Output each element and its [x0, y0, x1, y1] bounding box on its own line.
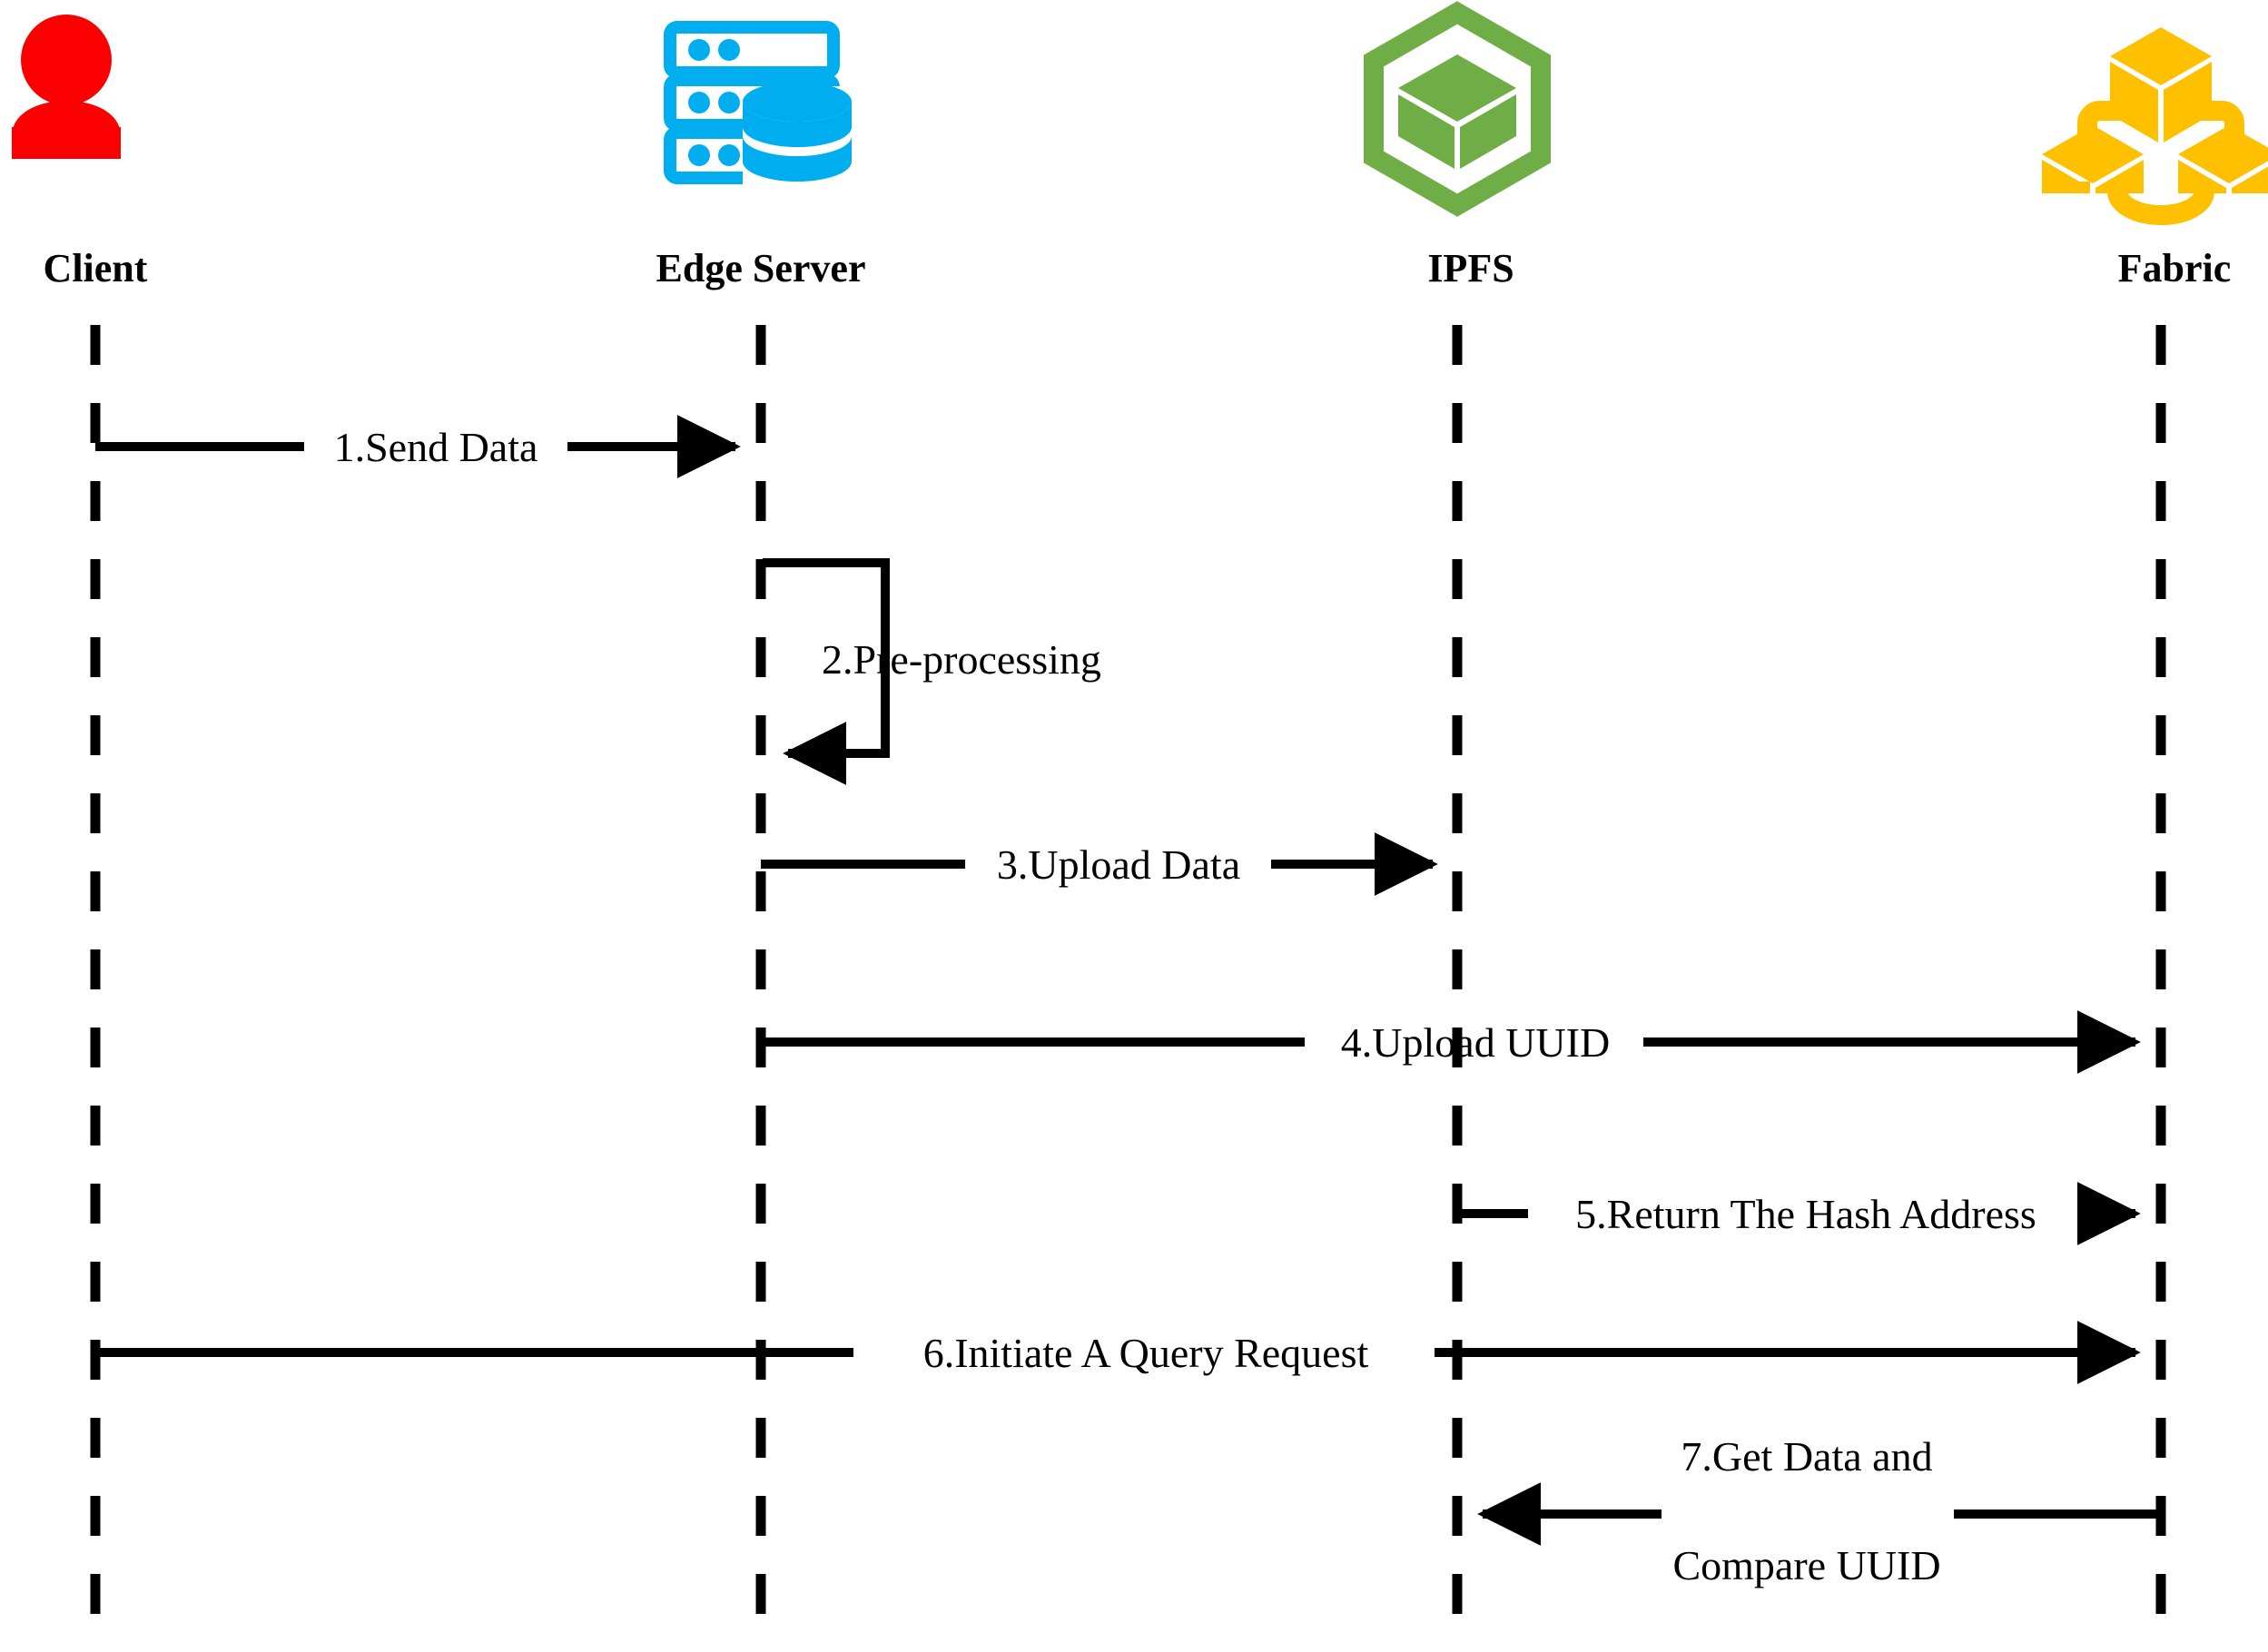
message-4-upload-uuid: 4.Upload UUID [761, 1010, 2141, 1074]
message-6-label: 6.Initiate A Query Request [923, 1330, 1369, 1376]
actor-label-ipfs: IPFS [1427, 246, 1514, 290]
actor-label-edge-server: Edge Server [656, 246, 866, 290]
message-7-get-data-compare-uuid: 7.Get Data and Compare UUID [1477, 1433, 2161, 1588]
message-3-upload-data: 3.Upload Data [761, 832, 1438, 896]
server-database-icon [664, 21, 852, 186]
message-7-label-line2: Compare UUID [1672, 1542, 1940, 1588]
message-2-label: 2.Pre-processing [822, 636, 1101, 683]
message-6-initiate-query-request: 6.Initiate A Query Request [95, 1321, 2141, 1384]
actor-label-client: Client [44, 246, 148, 290]
message-1-label: 1.Send Data [334, 424, 538, 470]
message-3-label: 3.Upload Data [997, 841, 1240, 888]
message-2-pre-processing: 2.Pre-processing [763, 558, 1101, 785]
user-person-icon [12, 15, 121, 159]
message-5-label: 5.Return The Hash Address [1575, 1191, 2036, 1237]
message-1-send-data: 1.Send Data [95, 415, 741, 478]
hexagon-cube-icon [1364, 1, 1551, 217]
message-5-return-hash-address: 5.Return The Hash Address [1457, 1182, 2141, 1245]
message-7-label-line1: 7.Get Data and [1681, 1433, 1932, 1480]
blockchain-cubes-icon [2042, 27, 2268, 225]
actor-label-fabric: Fabric [2118, 246, 2232, 290]
message-4-label: 4.Upload UUID [1341, 1019, 1610, 1066]
